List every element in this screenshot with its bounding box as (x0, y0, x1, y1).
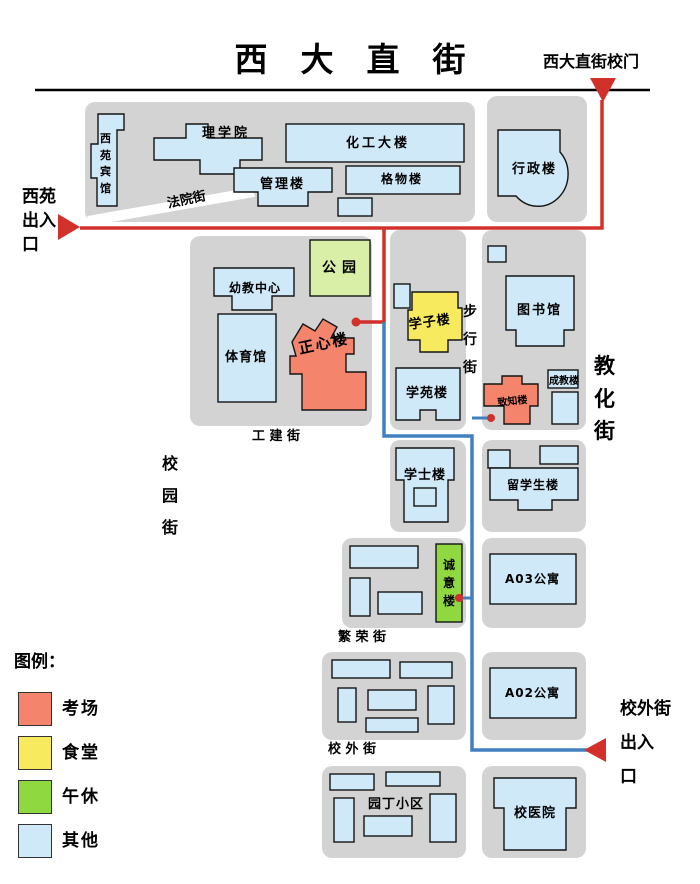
label-youjiao: 幼教中心 (229, 281, 282, 295)
building-shape-zhizhi (483, 375, 539, 425)
label-chengjiao: 成教楼 (549, 376, 579, 387)
building-shape-chengyi (435, 543, 463, 623)
legend-swatch-other (18, 824, 52, 858)
legend-swatch-exam (18, 692, 52, 726)
building-shape-lixueyuan (153, 123, 263, 175)
building-shape-zhengxin (289, 318, 367, 411)
building-shape (349, 545, 419, 569)
label-gewu: 格物楼 (381, 172, 424, 186)
label-gongyuan: 公园 (322, 260, 362, 276)
label-xueshi: 学士楼 (404, 468, 447, 483)
street-buxing: 步行街 (463, 304, 477, 376)
building-shape-tushuguan (505, 275, 575, 347)
building-shape (331, 659, 391, 679)
building-shape-liuxuesheng (489, 467, 579, 511)
dot-chengyi (455, 594, 463, 602)
building-shape-xueshi (395, 447, 455, 523)
building-shape-a03 (489, 553, 577, 605)
building-shape (333, 797, 355, 843)
street-jiaohua: 教化街 (594, 353, 615, 444)
building-shape (429, 793, 457, 843)
street-fanrong: 繁 荣 街 (338, 630, 387, 645)
legend-title: 图例： (14, 652, 65, 672)
building-shape (399, 661, 453, 679)
route-blue-main (382, 322, 588, 752)
dot-zhizhi (487, 414, 495, 422)
building-shape (337, 687, 357, 723)
street-gongjian: 工 建 街 (252, 429, 301, 444)
street-xiaoyuan: 校园街 (162, 454, 179, 537)
label-xiyuan-hotel: 西苑宾馆 (100, 132, 111, 195)
building-shape (349, 577, 371, 617)
building-shape (539, 445, 579, 465)
building-shape-xiyuan-hotel (90, 113, 125, 207)
street-xiaowai: 校 外 街 (328, 742, 377, 757)
legend-swatch-canteen (18, 736, 52, 770)
label-a02: A02公寓 (505, 686, 560, 700)
top-gate-label: 西大直街校门 (543, 52, 640, 71)
building-shape-chengjiao-b (551, 391, 579, 425)
building-shape-tiyuguan (217, 313, 277, 403)
legend-swatch-rest (18, 780, 52, 814)
building-shape (487, 245, 507, 263)
legend-label-other: 其他 (62, 831, 100, 851)
building-shape-xueyuanlou (395, 367, 461, 421)
building-shape-a02 (489, 667, 577, 719)
gate-marker-southeast (584, 738, 606, 762)
building-shape (413, 487, 437, 507)
legend-label-exam: 考场 (62, 699, 100, 719)
label-huagong: 化工大楼 (346, 136, 411, 151)
label-yuanding: 园丁小区 (368, 797, 425, 812)
label-a03: A03公寓 (505, 572, 560, 586)
building-shape (377, 591, 423, 615)
building-shape-chengjiao-a (547, 369, 579, 389)
dot-zhengxin (351, 317, 361, 327)
label-xingzheng: 行政楼 (512, 162, 558, 177)
building-shape-huagong (285, 123, 465, 163)
building-shape-gewu (345, 165, 461, 195)
legend-label-canteen: 食堂 (62, 743, 100, 763)
building-shape-xuezi (407, 291, 463, 353)
label-xueyuanlou: 学苑楼 (406, 386, 449, 401)
label-chengyi: 诚意楼 (443, 558, 456, 608)
legend-label-rest: 午休 (62, 787, 100, 807)
label-lixueyuan: 理学院 (202, 126, 251, 141)
route-red-main (80, 100, 604, 230)
label-guanli: 管理楼 (260, 177, 306, 192)
label-tushuguan: 图书馆 (517, 303, 563, 318)
building-shape-park (309, 239, 371, 297)
fayuan-street-strip (87, 187, 255, 226)
gate-marker-west (58, 214, 80, 240)
building-shape-youjiao (213, 267, 295, 311)
building-shape (487, 449, 511, 469)
building-shape (427, 685, 455, 725)
map-title: 西 大 直 街 (234, 40, 466, 79)
building-shape-xiaoyiyuan (493, 777, 577, 851)
building-shape (393, 283, 411, 309)
west-entrance-label: 西苑 出入 口 (22, 187, 56, 255)
building-shape (363, 815, 413, 837)
label-xiaoyiyuan: 校医院 (514, 806, 557, 821)
southeast-entrance-label: 校外街 出入 口 (620, 699, 671, 787)
building-shape (337, 197, 373, 217)
building-shape-xingzheng (497, 129, 569, 207)
label-tiyuguan: 体育馆 (225, 350, 268, 365)
building-shape (365, 717, 419, 733)
gate-marker-top (590, 78, 616, 102)
building-shape (385, 771, 441, 787)
building-shape-guanli (233, 167, 333, 207)
label-liuxuesheng: 留学生楼 (507, 478, 560, 492)
building-shape (367, 689, 417, 711)
building-shape (329, 773, 375, 791)
